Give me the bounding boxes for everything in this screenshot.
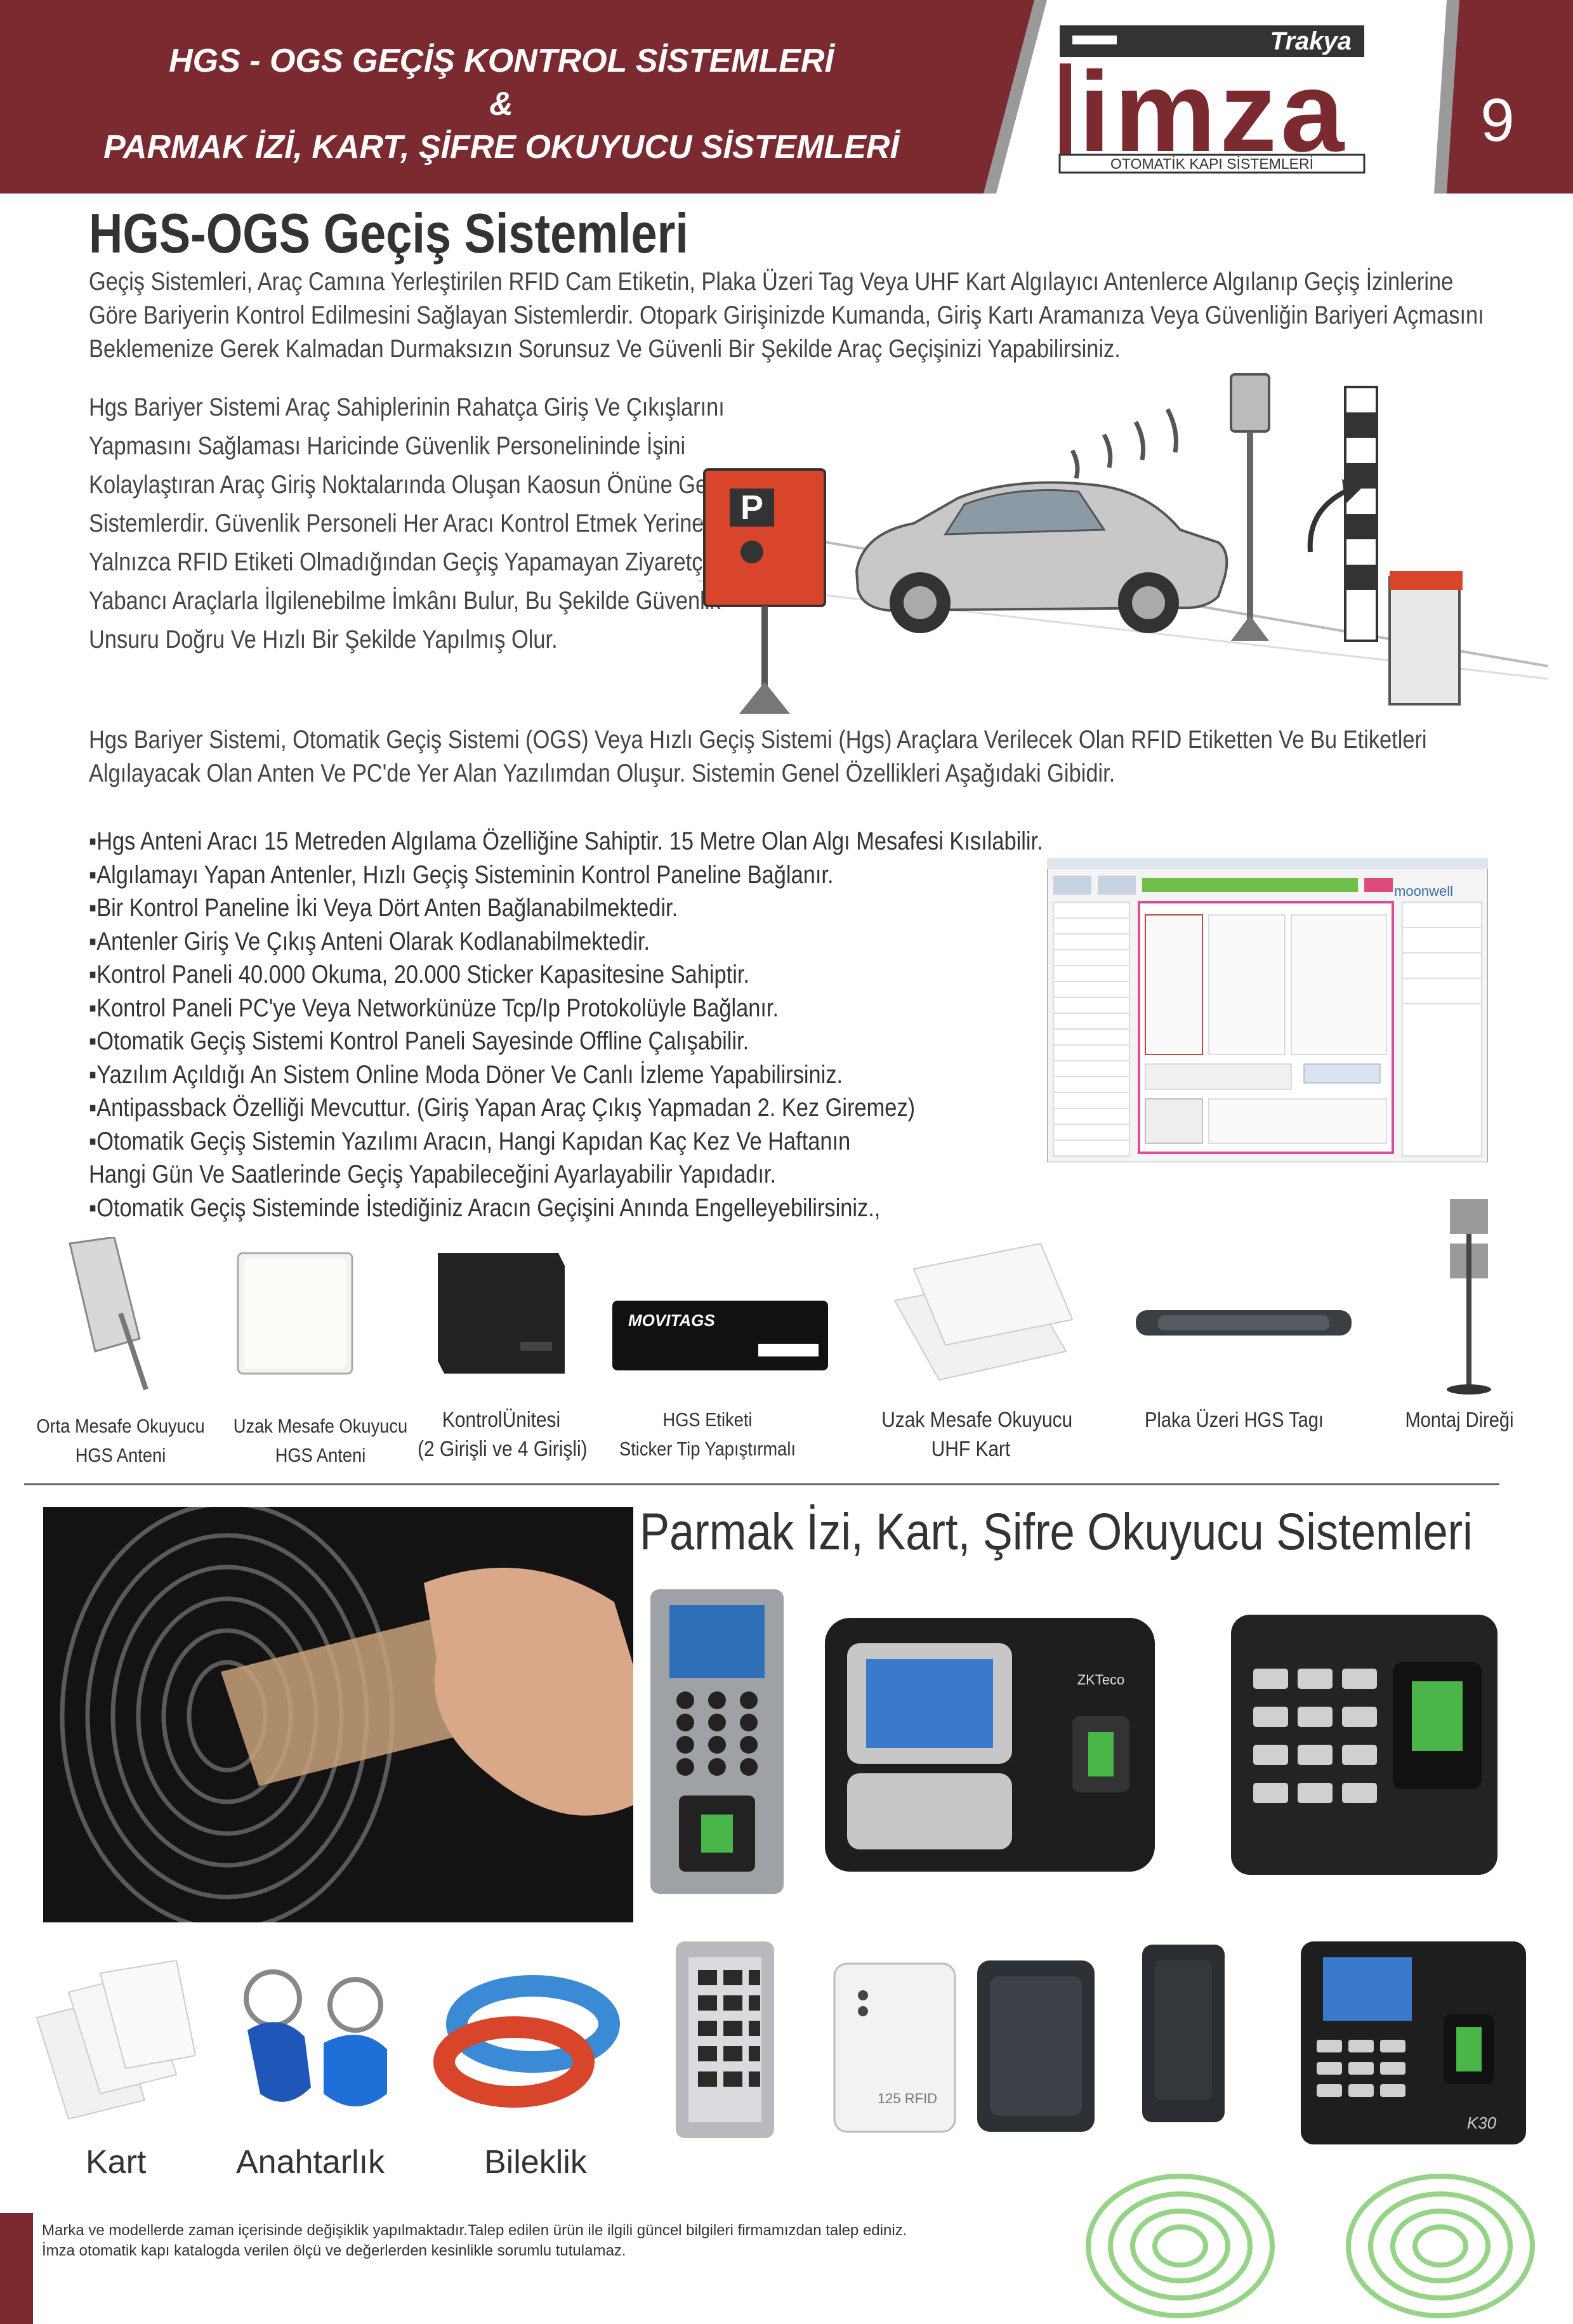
product-label-line1: Montaj Direği [1405, 1408, 1514, 1431]
product-label: Plaka Üzeri HGS Tagı [1136, 1405, 1332, 1434]
slim-reader-image [1142, 1945, 1225, 2122]
feature-item: ▪Antenler Giriş Ve Çıkış Anteni Olarak K… [89, 927, 650, 955]
zkteco-k30-image: K30 [1301, 1941, 1526, 2144]
device-model: K30 [1467, 2113, 1497, 2132]
footer-line2: İmza otomatik kapı katalogda verilen ölç… [42, 2242, 626, 2259]
signal-waves [1070, 408, 1178, 479]
product-label-line1: HGS Etiketi [662, 1408, 753, 1431]
feature-item: ▪Otomatik Geçiş Sistemi Kontrol Paneli S… [89, 1027, 749, 1055]
product-label: Orta Mesafe Okuyucu HGS Anteni [31, 1412, 210, 1470]
product-label: Uzak Mesafe Okuyucu UHF Kart [881, 1405, 1073, 1464]
parking-sign: P [703, 468, 826, 714]
feature-item: ▪Kontrol Paneli PC'ye Veya Networkünüze … [89, 994, 779, 1022]
logo-sub-text: OTOMATİK KAPI SİSTEMLERİ [1110, 155, 1313, 172]
footer-line1: Marka ve modellerde zaman içerisinde değ… [42, 2222, 907, 2239]
intro-paragraph: Geçiş Sistemleri, Araç Camına Yerleştiri… [89, 268, 1484, 363]
product-label: KontrolÜnitesi (2 Girişli ve 4 Girişli) [418, 1405, 588, 1464]
card-image [36, 1960, 195, 2119]
mid-range-antenna-image [69, 1237, 148, 1391]
header-title-line3: PARMAK İZİ, KART, ŞİFRE OKUYUCU SİSTEMLE… [103, 129, 899, 166]
product-label-line1: KontrolÜnitesi [442, 1408, 561, 1432]
feature-item: ▪Yazılım Açıldığı An Sistem Online Moda … [89, 1060, 843, 1089]
rfid-readers-image: 125 RFID [833, 1960, 1095, 2133]
product-label-line1: Uzak Mesafe Okuyucu [233, 1415, 408, 1437]
keyfob-image [244, 1969, 387, 2106]
product-label: Uzak Mesafe Okuyucu HGS Anteni [231, 1412, 410, 1470]
side-paragraph: Hgs Bariyer Sistemi Araç Sahiplerinin Ra… [89, 393, 743, 653]
logo-top-text: Trakya [1270, 27, 1352, 55]
product-label-line1: Orta Mesafe Okuyucu [36, 1415, 205, 1437]
product-label-line2: Sticker Tip Yapıştırmalı [619, 1438, 796, 1460]
device-brand: ZKTeco [1077, 1672, 1125, 1688]
category-label-wristband: Bileklik [484, 2144, 587, 2181]
software-brand: moonwell [1394, 883, 1453, 899]
feature-item: ▪Otomatik Geçiş Sisteminde İstediğiniz A… [89, 1193, 881, 1222]
category-label-card: Kart [86, 2144, 147, 2181]
product-label-line2: (2 Girişli ve 4 Girişli) [418, 1437, 588, 1461]
product-label: Montaj Direği [1387, 1405, 1532, 1434]
barrier-illustration: P [697, 373, 1548, 714]
plate-tag-image [1136, 1310, 1352, 1336]
hgs-sticker-image: MOVITAGS [612, 1301, 828, 1370]
system-description: Hgs Bariyer Sistemi, Otomatik Geçiş Sist… [89, 726, 1427, 787]
feature-item: ▪Otomatik Geçiş Sistemin Yazılımı Aracın… [89, 1127, 851, 1189]
product-label-line2: HGS Anteni [75, 1444, 166, 1466]
footer-accent-bar [0, 2213, 33, 2324]
antenna-pole-illustration [1230, 373, 1270, 641]
green-fingerprints-decoration [1086, 2174, 1535, 2318]
feature-item: ▪Algılamayı Yapan Antenler, Hızlı Geçiş … [89, 860, 834, 889]
logo-panel: Trakya imza OTOMATİK KAPI SİSTEMLERİ [964, 0, 1472, 194]
company-logo: Trakya imza OTOMATİK KAPI SİSTEMLERİ [1058, 25, 1366, 176]
long-range-antenna-image [237, 1252, 353, 1375]
section2-heading: Parmak İzi, Kart, Şifre Okuyucu Sistemle… [640, 1503, 1473, 1561]
footer-disclaimer: Marka ve modellerde zaman içerisinde değ… [42, 2221, 1501, 2261]
feature-item: ▪Bir Kontrol Paneline İki Veya Dört Ante… [89, 894, 678, 922]
fingerprint-card-photo [43, 1507, 633, 1922]
feature-item: ▪Antipassback Özelliği Mevcuttur. (Giriş… [89, 1094, 916, 1122]
section1-heading: HGS-OGS Geçiş Sistemleri [89, 202, 688, 265]
rfid-label: 125 RFID [878, 2091, 937, 2106]
metal-keypad-image [676, 1941, 774, 2138]
uhf-card-image [893, 1242, 1074, 1381]
mounting-pole-image [1447, 1199, 1491, 1395]
category-label-keyfob: Anahtarlık [236, 2144, 385, 2181]
product-label: HGS Etiketi Sticker Tip Yapıştırmalı [618, 1405, 797, 1464]
car-illustration [855, 481, 1228, 633]
product-label-line1: Uzak Mesafe Okuyucu [881, 1408, 1073, 1432]
keypad-terminal-image [650, 1589, 784, 1894]
header-title-line1: HGS - OGS GEÇİŞ KONTROL SİSTEMLERİ [169, 43, 834, 79]
feature-item: ▪Hgs Anteni Aracı 15 Metreden Algılama Ö… [89, 827, 1043, 855]
page-number: 9 [1480, 86, 1515, 154]
tag-brand: MOVITAGS [628, 1311, 715, 1330]
product-label-line2: HGS Anteni [275, 1444, 366, 1466]
section-divider [24, 1483, 1499, 1485]
control-unit-image [438, 1253, 565, 1374]
zkteco-terminal-image: ZKTeco [825, 1618, 1155, 1872]
wristband-image [433, 1975, 620, 2108]
feature-list: ▪Hgs Anteni Aracı 15 Metreden Algılama Ö… [89, 825, 1043, 1224]
parking-letter: P [740, 489, 763, 527]
product-label-line2: UHF Kart [931, 1437, 1011, 1461]
header-title: HGS - OGS GEÇİŞ KONTROL SİSTEMLERİ & PAR… [38, 39, 964, 169]
product-label-line1: Plaka Üzeri HGS Tagı [1145, 1408, 1324, 1431]
feature-item: ▪Kontrol Paneli 40.000 Okuma, 20.000 Sti… [89, 961, 749, 988]
software-screenshot: moonwell [1047, 858, 1488, 1162]
header-title-line2: & [489, 86, 513, 122]
fingerprint-keypad-image [1231, 1615, 1497, 1875]
barrier-illustration-arm [1307, 386, 1463, 706]
